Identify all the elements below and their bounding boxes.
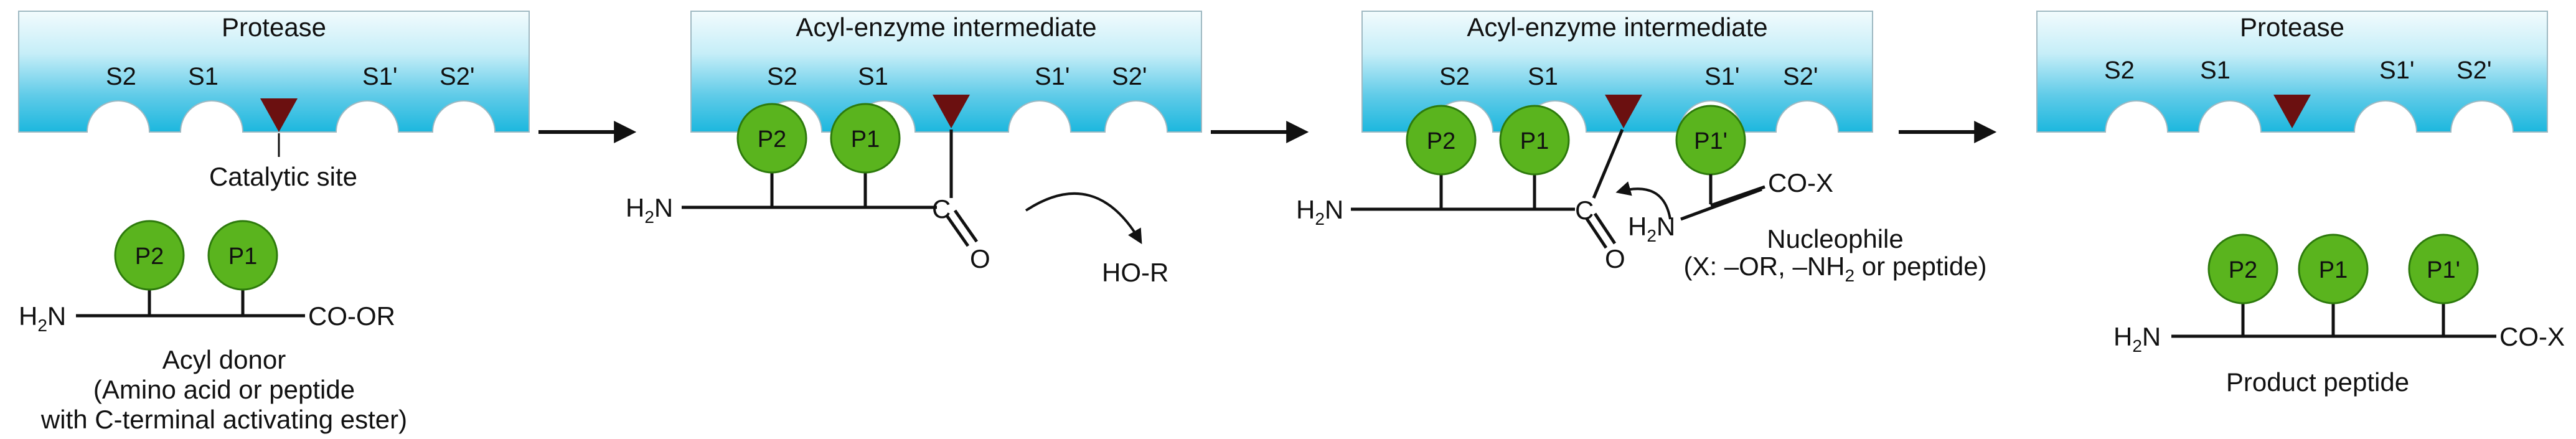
residue-p1 bbox=[2298, 234, 2369, 304]
donor-caption-line3: with C-terminal activating ester) bbox=[40, 405, 407, 434]
pocket-s1prime-label: S1' bbox=[2379, 57, 2415, 84]
panel-nucleophile-attack: Acyl-enzyme intermediate S2 S1 S1' S2' P… bbox=[1296, 11, 1987, 285]
residue-p2 bbox=[2207, 234, 2278, 304]
donor-caption-line2: (Amino acid or peptide bbox=[93, 375, 355, 404]
residue-p2 bbox=[114, 220, 185, 291]
carbonyl-bond-2 bbox=[1593, 212, 1617, 245]
residue-p1prime-label: P1' bbox=[2427, 257, 2460, 283]
attack-arrow bbox=[1615, 181, 1671, 220]
residue-p1prime-label: P1' bbox=[1694, 128, 1728, 154]
acyl-enzyme-title: Acyl-enzyme intermediate bbox=[796, 12, 1096, 42]
leaving-group-label: HO-R bbox=[1102, 258, 1168, 287]
carbonyl-bond-1 bbox=[1584, 217, 1608, 249]
carbonyl-oxygen-label: O bbox=[1605, 244, 1625, 273]
pocket-s2prime-label: S2' bbox=[440, 63, 475, 90]
catalytic-site-icon bbox=[1605, 95, 1642, 128]
residue-p1 bbox=[830, 103, 901, 174]
residue-p1 bbox=[207, 220, 278, 291]
pocket-s1-label: S1 bbox=[2200, 57, 2230, 84]
donor-n-terminus: H2N bbox=[19, 301, 66, 335]
pocket-s1prime-label: S1' bbox=[1035, 63, 1070, 90]
carbonyl-bond-2 bbox=[953, 209, 979, 243]
residue-p2-label: P2 bbox=[1427, 128, 1455, 154]
residue-p2 bbox=[1406, 105, 1477, 176]
residue-p2-label: P2 bbox=[135, 243, 164, 270]
residue-p2-label: P2 bbox=[758, 126, 786, 153]
pocket-s1-label: S1 bbox=[858, 63, 888, 90]
panel-acyl-enzyme: Acyl-enzyme intermediate S2 S1 S1' S2' P… bbox=[626, 11, 1202, 287]
catalytic-site-icon bbox=[260, 98, 298, 132]
pocket-s1-label: S1 bbox=[188, 63, 219, 90]
nucleophile-label: Nucleophile bbox=[1767, 224, 1903, 253]
donor-c-terminus: CO-OR bbox=[308, 301, 395, 331]
pocket-s2prime-label: S2' bbox=[2456, 57, 2492, 84]
residue-p2-label: P2 bbox=[2229, 257, 2257, 283]
panel-protease-product: Protease S2 S1 S1' S2' P2 P1 P1' H2N CO-… bbox=[2036, 11, 2565, 397]
pocket-s2prime-label: S2' bbox=[1783, 63, 1818, 90]
carbonyl-bond-1 bbox=[944, 214, 970, 247]
residue-p1prime bbox=[2408, 234, 2479, 304]
product-n-terminus: H2N bbox=[2113, 322, 2161, 356]
pocket-s2-label: S2 bbox=[1439, 63, 1470, 90]
donor-caption-line1: Acyl donor bbox=[162, 345, 286, 374]
residue-p1-label: P1 bbox=[1520, 128, 1549, 154]
protease-title: Protease bbox=[2240, 12, 2344, 42]
pocket-s1prime-label: S1' bbox=[1704, 63, 1740, 90]
residue-p1-label: P1 bbox=[2319, 257, 2348, 283]
intermediate-n-terminus: H2N bbox=[1296, 195, 1343, 229]
nucleophile-definition: (X: –OR, –NH2 or peptide) bbox=[1683, 252, 1986, 285]
nucleophile-backbone-right bbox=[1710, 185, 1765, 207]
residue-p1-label: P1 bbox=[851, 126, 880, 153]
pocket-s2-label: S2 bbox=[767, 63, 797, 90]
acyl-carbon-label: C bbox=[932, 194, 951, 224]
protease-bar bbox=[18, 11, 530, 133]
nucleophile-amine: H2N bbox=[1628, 212, 1675, 245]
nucleophile-c-terminus: CO-X bbox=[1768, 168, 1833, 197]
pocket-s1prime-label: S1' bbox=[362, 63, 398, 90]
catalytic-site-icon bbox=[2273, 95, 2311, 128]
pocket-s2-label: S2 bbox=[2104, 57, 2135, 84]
protease-bar bbox=[2036, 11, 2548, 133]
residue-p1 bbox=[1499, 105, 1570, 176]
catalytic-site-icon bbox=[933, 95, 970, 128]
carbonyl-oxygen-label: O bbox=[970, 244, 990, 273]
catalytic-site-label: Catalytic site bbox=[209, 162, 357, 191]
acyl-carbon-label: C bbox=[1575, 196, 1594, 225]
residue-p1-label: P1 bbox=[228, 243, 257, 270]
panel-protease-free: Protease S2 S1 S1' S2' Catalytic site P2… bbox=[18, 11, 530, 434]
product-c-terminus: CO-X bbox=[2499, 322, 2565, 351]
pocket-s1-label: S1 bbox=[1528, 63, 1558, 90]
pocket-s2-label: S2 bbox=[106, 63, 136, 90]
protease-bar bbox=[690, 11, 1202, 133]
pocket-s2prime-label: S2' bbox=[1112, 63, 1147, 90]
nucleophile-backbone-left bbox=[1680, 187, 1762, 221]
protease-title: Protease bbox=[222, 12, 326, 42]
acyl-enzyme-title: Acyl-enzyme intermediate bbox=[1467, 12, 1767, 42]
residue-p2 bbox=[736, 103, 807, 174]
product-caption: Product peptide bbox=[2226, 367, 2409, 397]
release-arrow bbox=[1025, 192, 1142, 245]
acyl-enzyme-bond bbox=[1592, 129, 1624, 199]
intermediate-n-terminus: H2N bbox=[626, 193, 673, 227]
